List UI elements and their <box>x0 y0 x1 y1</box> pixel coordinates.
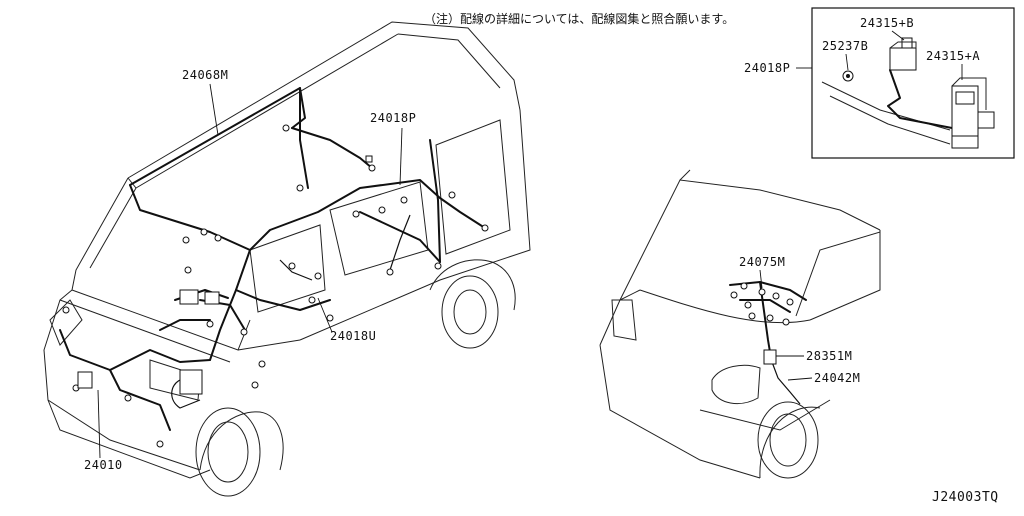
rear-view-labels: 24075M 28351M 24042M <box>739 255 860 385</box>
relay-24315A-icon <box>951 77 995 149</box>
main-wire-harness <box>59 87 486 431</box>
harness-connectors <box>62 124 489 448</box>
label-24018P-main: 24018P <box>370 111 416 125</box>
van-body-outline <box>43 21 531 497</box>
label-24315A: 24315+A <box>926 49 980 63</box>
label-24018P-inset: 24018P <box>744 61 790 75</box>
label-24075M: 24075M <box>739 255 785 269</box>
label-24010: 24010 <box>84 458 123 472</box>
relay-24315B-icon <box>889 37 917 71</box>
rear-view-body <box>599 169 881 479</box>
main-view-labels: 24068M 24018P 24018U 24010 <box>84 68 416 472</box>
rear-harness <box>729 281 807 405</box>
wiring-note: （注）配線の詳細については、配線図集と照合願います。 <box>424 12 735 26</box>
detail-inset: 24018P 24315+B 25237B 24315+A <box>744 7 1015 159</box>
label-28351M: 28351M <box>806 349 852 363</box>
label-24042M: 24042M <box>814 371 860 385</box>
label-25237B: 25237B <box>822 39 868 53</box>
label-24068M: 24068M <box>182 68 228 82</box>
bolt-25237B-icon <box>842 70 854 82</box>
label-24018U: 24018U <box>330 329 376 343</box>
diagram-code: J24003TQ <box>932 490 999 505</box>
label-24315B: 24315+B <box>860 16 914 30</box>
